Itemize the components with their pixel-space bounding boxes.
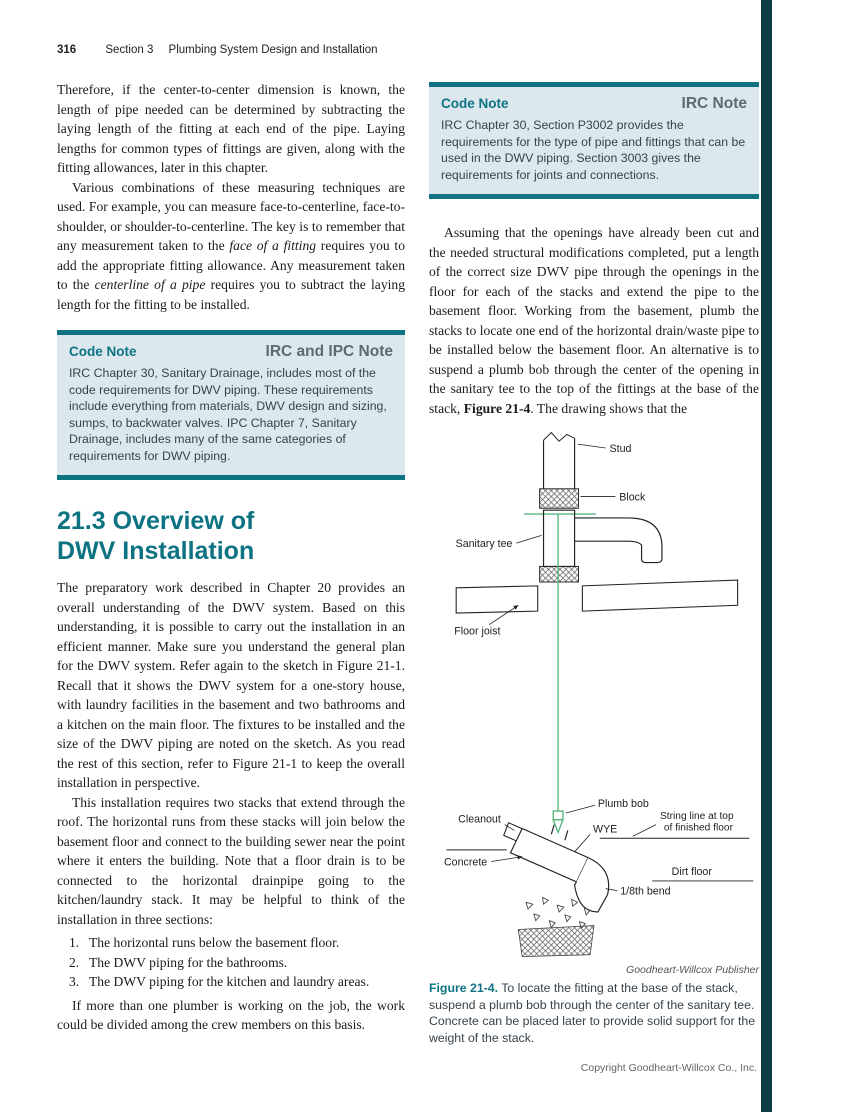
label-dirt-floor: Dirt floor xyxy=(672,866,713,878)
paragraph: Therefore, if the center-to-center dimen… xyxy=(57,82,405,175)
label-plumb-bob: Plumb bob xyxy=(598,798,649,810)
label-block: Block xyxy=(619,491,646,503)
sanitary-tee-drawing xyxy=(542,509,663,568)
page-content: Therefore, if the center-to-center dimen… xyxy=(57,80,849,1046)
paragraph-italic: centerline of a pipe xyxy=(94,277,206,292)
list-item: 3. The DWV piping for the kitchen and la… xyxy=(57,972,405,992)
code-note-header: Code Note IRC and IPC Note xyxy=(69,343,393,361)
heading-line1: 21.3 Overview of xyxy=(57,507,255,535)
lower-block-drawing xyxy=(539,565,579,583)
label-floor-joist: Floor joist xyxy=(454,625,500,637)
plumb-bob-drawing xyxy=(552,810,564,835)
label-sanitary-tee: Sanitary tee xyxy=(456,538,513,550)
page-number: 316 xyxy=(57,44,77,56)
label-string-line-2: of finished floor xyxy=(664,822,734,833)
section-label: Section 3 xyxy=(105,44,154,56)
list-item-text: The DWV piping for the bathrooms. xyxy=(89,954,288,970)
code-note-box: Code Note IRC and IPC Note IRC Chapter 3… xyxy=(57,330,405,480)
figure-reference: Figure 21-4 xyxy=(463,400,531,416)
figure-credit: Goodheart-Willcox Publisher xyxy=(626,964,759,976)
section-title: Plumbing System Design and Installation xyxy=(168,44,378,56)
code-note-body: IRC Chapter 30, Section P3002 provides t… xyxy=(441,118,746,182)
list-item-number: 1. xyxy=(69,935,80,950)
label-stud: Stud xyxy=(610,443,632,455)
label-concrete: Concrete xyxy=(444,856,487,868)
left-column: Therefore, if the center-to-center dimen… xyxy=(57,80,405,1046)
code-note-box: Code Note IRC Note IRC Chapter 30, Secti… xyxy=(429,82,759,199)
paragraph: This installation requires two stacks th… xyxy=(57,794,405,927)
paragraph: Various combinations of these measuring … xyxy=(57,178,405,315)
label-wye: WYE xyxy=(593,823,617,835)
code-note-title: Code Note xyxy=(441,96,509,111)
paragraph-text: Assuming that the openings have already … xyxy=(429,225,759,416)
stud-drawing xyxy=(542,432,576,489)
list-item-number: 2. xyxy=(69,954,80,970)
paragraph-text: . The drawing shows that the xyxy=(530,400,688,416)
floor-joist-drawing xyxy=(455,579,739,614)
label-eighth-bend: 1/8th bend xyxy=(620,886,670,898)
figure-caption-label: Figure 21-4. xyxy=(429,981,499,995)
right-column: Code Note IRC Note IRC Chapter 30, Secti… xyxy=(429,80,759,1046)
list-item: 2. The DWV piping for the bathrooms. xyxy=(57,953,405,973)
list-item-text: The horizontal runs below the basement f… xyxy=(89,935,340,950)
list-item: 1. The horizontal runs below the basemen… xyxy=(57,933,405,953)
eighth-bend-drawing xyxy=(573,857,610,913)
label-string-line-1: String line at top xyxy=(660,811,734,822)
block-drawing xyxy=(539,488,579,509)
code-note-type: IRC Note xyxy=(681,95,747,112)
section-heading: 21.3 Overview of DWV Installation xyxy=(57,506,405,566)
list-item-number: 3. xyxy=(69,974,80,989)
numbered-list: 1. The horizontal runs below the basemen… xyxy=(57,933,405,992)
copyright-notice: Copyright Goodheart-Willcox Co., Inc. xyxy=(580,1062,757,1074)
wye-drawing xyxy=(509,824,589,883)
heading-line2: DWV Installation xyxy=(57,537,255,565)
code-note-title: Code Note xyxy=(69,344,137,359)
paragraph-text: requires you to subtract the laying leng… xyxy=(57,277,405,312)
figure-caption: Figure 21-4. To locate the fitting at th… xyxy=(429,980,759,1046)
list-item-text: The DWV piping for the kitchen and laund… xyxy=(89,974,370,989)
paragraph-italic: face of a fitting xyxy=(229,238,317,253)
code-note-body: IRC Chapter 30, Sanitary Drainage, inclu… xyxy=(69,366,387,463)
label-cleanout: Cleanout xyxy=(458,814,501,826)
page-header: 316 Section 3 Plumbing System Design and… xyxy=(57,44,757,56)
figure-caption-text: To locate the fitting at the base of the… xyxy=(429,981,756,1045)
paragraph: If more than one plumber is working on t… xyxy=(57,997,405,1033)
figure-21-4: Stud Block Sanitary tee xyxy=(429,432,759,1046)
code-note-header: Code Note IRC Note xyxy=(441,95,747,113)
code-note-type: IRC and IPC Note xyxy=(265,343,393,360)
page-edge-bar xyxy=(761,0,772,1112)
figure-drawing: Stud Block Sanitary tee xyxy=(444,432,754,958)
paragraph-text: requires you to add the appropriate fitt… xyxy=(57,238,405,292)
rubble-hatch xyxy=(517,925,595,958)
paragraph: Assuming that the openings have already … xyxy=(429,223,759,418)
paragraph-text: Various combinations of these measuring … xyxy=(57,179,405,254)
paragraph: The preparatory work described in Chapte… xyxy=(57,580,405,790)
